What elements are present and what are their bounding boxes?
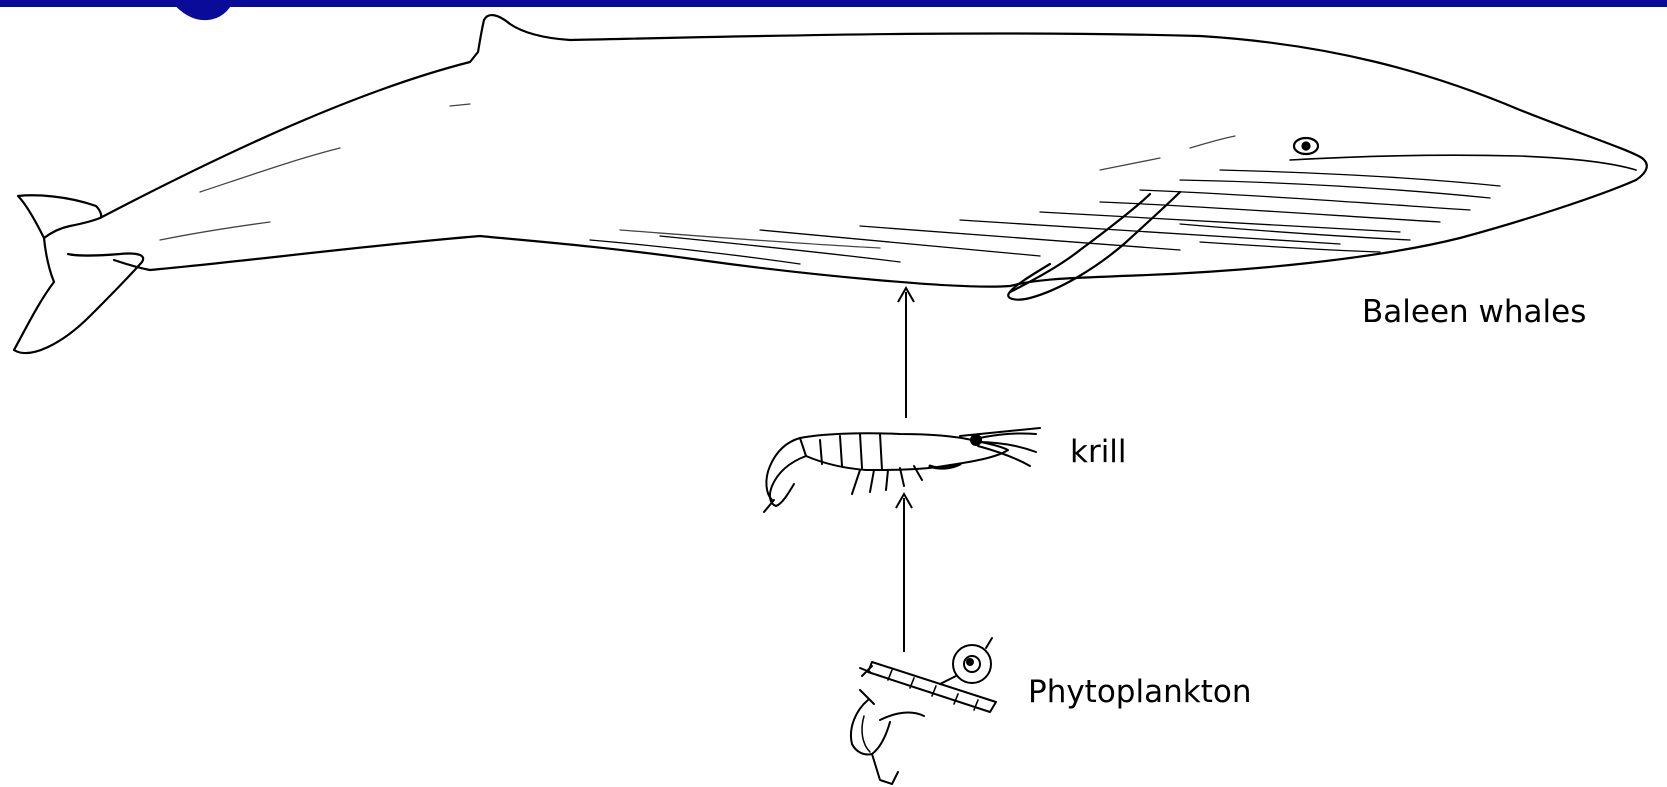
- phytoplankton-illustration: [851, 638, 996, 784]
- label-baleen-whales: Baleen whales: [1362, 294, 1586, 330]
- label-krill: krill: [1070, 434, 1127, 470]
- arrow-krill-to-whale: [898, 288, 914, 418]
- label-phytoplankton: Phytoplankton: [1028, 674, 1251, 710]
- header-bar: [0, 0, 1667, 20]
- logo-fragment: [170, 0, 234, 20]
- arrow-phytoplankton-to-krill: [896, 494, 912, 652]
